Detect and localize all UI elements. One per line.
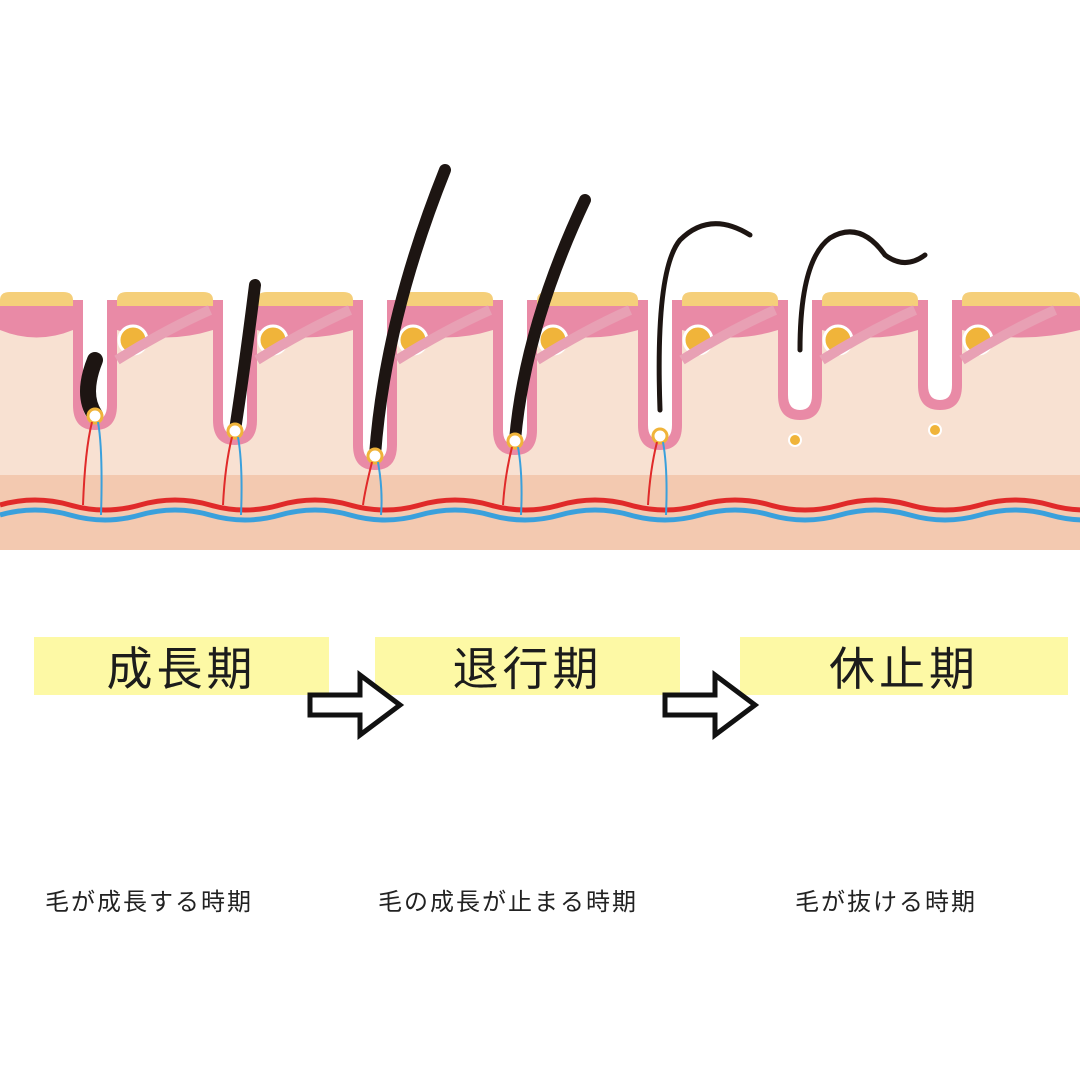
capillary-vein: [662, 441, 668, 516]
dermal-papilla: [226, 422, 244, 440]
hair-follicle: [918, 300, 1058, 437]
hair-shaft: [656, 221, 753, 413]
dermal-papilla: [788, 433, 802, 447]
arrector-muscle: [679, 305, 778, 365]
capillary-artery: [362, 461, 373, 506]
hair-shaft: [369, 164, 451, 461]
hair-shaft: [229, 279, 261, 436]
capillary-vein: [97, 421, 103, 516]
dermal-papilla: [506, 432, 524, 450]
skin-surface: [822, 292, 918, 308]
hair-shaft: [509, 194, 591, 446]
artery-line: [0, 497, 1080, 513]
phase-description-telogen: 毛が抜ける時期: [795, 888, 977, 916]
capillary-artery: [222, 436, 233, 506]
arrector-muscle: [534, 305, 633, 365]
arrector-muscle: [254, 305, 353, 365]
arrector-muscle: [819, 305, 918, 365]
phase-label-catagen: 退行期: [375, 637, 680, 696]
hair-follicle: [73, 300, 213, 516]
arrector-muscle: [114, 305, 213, 365]
right-arrow-icon: [662, 670, 760, 740]
vein-line: [0, 507, 1080, 523]
hair-follicle: [353, 164, 493, 516]
capillary-vein: [237, 436, 243, 516]
right-arrow-icon: [307, 670, 405, 740]
capillary-artery: [502, 446, 513, 506]
capillary-vein: [517, 446, 523, 516]
skin-surface: [962, 292, 1080, 308]
hair-follicle: [638, 221, 778, 516]
hair-follicle: [778, 229, 928, 447]
phase-label-telogen: 休止期: [740, 637, 1068, 696]
arrector-muscle: [959, 305, 1058, 365]
hair-follicle: [213, 279, 353, 516]
dermal-papilla: [651, 427, 669, 445]
skin-surface: [397, 292, 493, 308]
dermal-papilla: [366, 447, 384, 465]
hair-shaft: [80, 352, 103, 423]
capillary-artery: [647, 441, 658, 506]
skin-surface: [0, 292, 73, 308]
skin-surface: [682, 292, 778, 308]
dermal-papilla: [86, 407, 104, 425]
capillary-artery: [82, 421, 93, 506]
skin-surface: [537, 292, 638, 308]
skin-surface: [257, 292, 353, 308]
phase-description-catagen: 毛の成長が止まる時期: [378, 888, 638, 916]
skin-surface: [117, 292, 213, 308]
arrector-muscle: [394, 305, 493, 365]
follicle-canal: [928, 300, 952, 400]
dermal-papilla: [928, 423, 942, 437]
phase-label-anagen: 成長期: [34, 637, 329, 696]
epidermis-layer: [0, 306, 73, 338]
follicles: [73, 164, 1058, 516]
follicle-canal: [788, 300, 812, 410]
phase-description-anagen: 毛が成長する時期: [45, 888, 253, 916]
hair-shaft: [797, 229, 928, 353]
capillary-vein: [377, 461, 383, 516]
hair-cycle-diagram: [0, 164, 1080, 550]
hair-follicle: [493, 194, 633, 516]
